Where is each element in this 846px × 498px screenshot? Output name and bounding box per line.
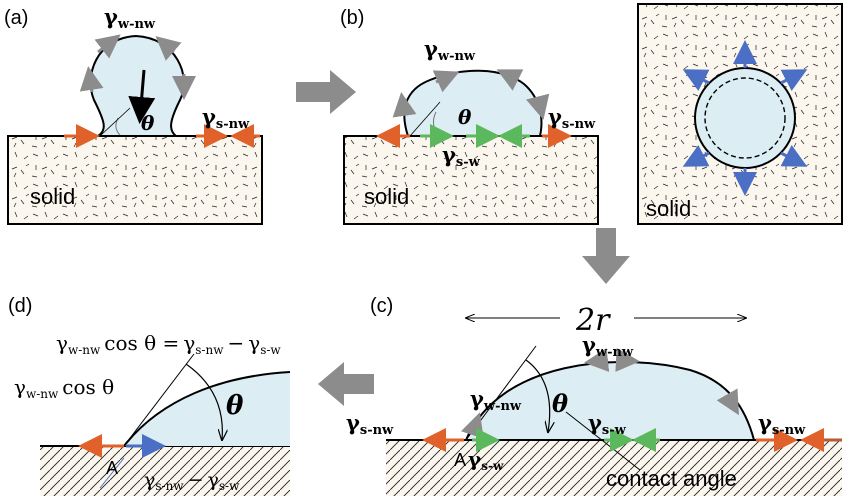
panel-c-tag: (c) [370,295,393,317]
label-gamma-sw-mid: γs-w [588,410,627,438]
width-label: 2r [575,303,611,338]
tangent-line [409,101,441,137]
arrow-surface [615,348,640,372]
arrow-surface-4 [525,93,550,120]
panel-a-tag: (a) [4,7,28,29]
pointer-line [99,457,125,489]
label-gamma-snw: γs-nw [202,104,250,132]
contact-angle-pointer [565,411,641,471]
droplet [89,34,185,137]
arrow-spread [780,145,808,167]
contact-angle-label: contact angle [606,466,737,491]
arrow-surface [460,412,484,439]
label-gamma-sw: γs-w [442,142,481,170]
label-gamma-wnw: γw-nw [104,4,156,32]
solid-label: solid [364,184,409,209]
angle-arc [185,363,222,440]
droplet [464,361,756,441]
tangent-line [99,107,131,137]
panel-b-tag: (b) [340,7,364,29]
arrow-surface [716,388,739,416]
tangent-line [123,353,195,447]
arrow-surface-3 [496,69,524,91]
angle-theta: θ [141,111,155,135]
arrow-spread [682,145,710,167]
label-gamma-wnw: γw-nw [582,332,634,360]
label-gamma-snw-right: γs-nw [758,410,806,438]
label-gamma-snw-left: γs-nw [346,410,394,438]
angle-theta: θ [458,105,472,129]
arrow-spread [682,69,710,91]
point-a: A [106,458,118,478]
arrow-surface-2 [94,34,121,59]
step-arrow-ab [296,70,356,114]
angle-theta: θ [226,391,244,421]
panel-a: (a) solid θ γw-nw γs-nw [4,4,263,225]
solid-label: solid [30,184,75,209]
top-view-solid-label: solid [646,196,691,221]
top-view-drop [694,67,796,169]
panel-d-tag: (d) [8,295,32,317]
droplet [403,69,543,137]
arrow-spread [780,69,808,91]
arrow-surface [584,348,610,372]
angle-theta: θ [552,389,568,418]
step-arrow-bc [582,228,630,284]
arrow-surface-2 [432,70,460,93]
label-gamma-snw: γs-nw [548,104,596,132]
panel-c: (c) 2r θ contact angle γw-nw γw-nw γs-nw… [346,295,842,496]
spreading-arrows [682,40,808,196]
droplet [124,372,290,446]
step-arrow-cd [318,362,374,406]
panel-b: (b) solid θ γw-nw γs-w γs-nw solid [340,3,843,225]
arrow-surface-1 [392,92,417,118]
arrow-surface-1 [79,66,104,93]
label-gamma-wnw-left: γw-nw [470,386,522,414]
gravity-arrow [128,69,156,124]
solid-block [7,135,263,225]
arrow-surface-3 [155,36,182,61]
angle-arc [525,359,550,432]
point-a: A [454,450,466,470]
solid-block [343,135,599,225]
top-view-initial-outline [704,77,786,159]
label-gamma-wnw: γw-nw [424,36,476,64]
droplet-edge [123,371,291,447]
label-gamma-sw-a: γs-w [468,447,504,473]
label-snw-minus-sw: γs-nw−γs-w [144,469,240,493]
